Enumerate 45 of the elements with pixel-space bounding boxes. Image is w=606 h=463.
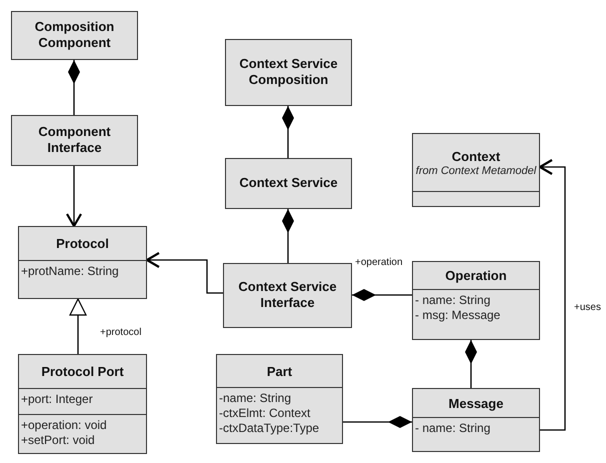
class-box <box>216 354 343 444</box>
class-member: - msg: Message <box>415 308 502 323</box>
class-box <box>412 388 540 452</box>
class-note: from Context Metamodel <box>416 164 536 178</box>
class-box <box>18 226 147 299</box>
class-box <box>412 261 540 340</box>
class-box <box>225 39 352 106</box>
association-arrow <box>538 158 566 431</box>
class-box <box>223 263 352 328</box>
class-name: Composition Component <box>34 19 116 51</box>
class-name: Context <box>452 148 500 164</box>
class-name: Context Service <box>239 175 338 191</box>
class-member: +setPort: void <box>21 433 96 448</box>
class-box <box>412 133 540 207</box>
composition-line <box>352 289 412 301</box>
class-name: Context Service Composition <box>238 56 339 88</box>
association-arrow <box>146 252 223 294</box>
edge-label: +operation <box>355 257 403 269</box>
class-name: Context Service Interface <box>237 279 338 311</box>
association-arrow <box>66 166 82 228</box>
edge-label: +protocol <box>100 327 142 339</box>
class-member: - name: String <box>415 421 492 436</box>
class-member: -name: String <box>219 391 292 406</box>
composition-line <box>282 209 294 263</box>
generalization-arrow <box>69 298 87 354</box>
composition-line <box>343 416 412 428</box>
class-name: Message <box>448 396 504 412</box>
class-member: - name: String <box>415 293 492 308</box>
class-member: -ctxElmt: Context <box>219 406 312 421</box>
class-name: Part <box>266 364 292 380</box>
class-member: +port: Integer <box>21 392 94 407</box>
class-box <box>11 11 138 60</box>
class-box <box>18 354 147 454</box>
class-member: +operation: void <box>21 418 108 433</box>
class-name: Component Interface <box>37 124 112 156</box>
class-name: Protocol Port <box>41 364 124 380</box>
class-box <box>225 158 352 209</box>
composition-line <box>465 340 477 388</box>
class-box <box>11 115 138 166</box>
class-member: -ctxDataType:Type <box>219 421 320 436</box>
composition-line <box>68 60 80 115</box>
composition-line <box>282 106 294 158</box>
class-name: Operation <box>445 268 507 284</box>
class-member: +protName: String <box>21 264 120 279</box>
class-name: Protocol <box>56 236 109 252</box>
